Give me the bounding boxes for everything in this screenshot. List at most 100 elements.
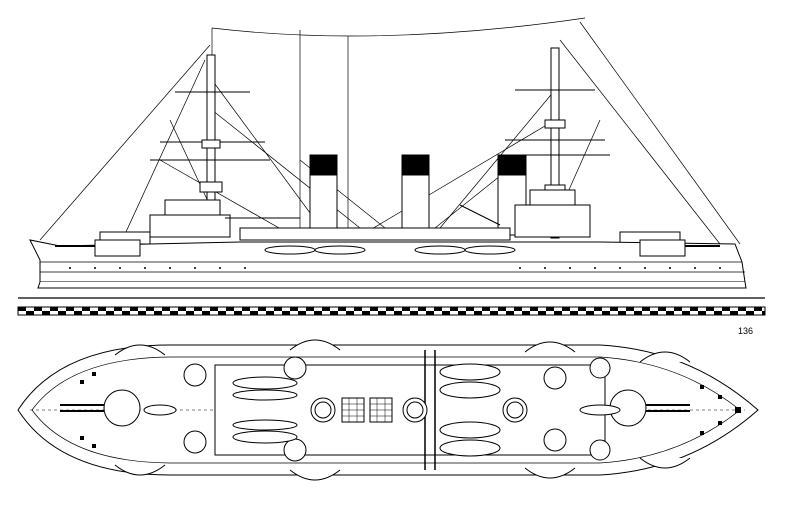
scale-check (82, 307, 90, 311)
scale-check (626, 307, 634, 311)
turrets-profile (55, 240, 720, 256)
scale-check (210, 307, 218, 311)
deck-fittings (80, 372, 741, 448)
scale-check (618, 311, 626, 315)
scale-check (642, 307, 650, 311)
scale-check (322, 307, 330, 311)
scale-check (714, 311, 722, 315)
scale-check (66, 307, 74, 311)
scale-check (362, 311, 370, 315)
scale-check (186, 311, 194, 315)
scale-check (178, 307, 186, 311)
scale-check (18, 307, 26, 311)
boats-profile (265, 246, 515, 254)
scale-check (386, 307, 394, 311)
funnels (310, 155, 526, 235)
scale-check (202, 311, 210, 315)
scale-check (498, 307, 506, 311)
scale-check (650, 311, 658, 315)
scale-check (98, 307, 106, 311)
scale-check (26, 311, 34, 315)
scale-check (394, 311, 402, 315)
scale-check (482, 307, 490, 311)
scale-check (594, 307, 602, 311)
scale-check (306, 307, 314, 311)
scale-check (354, 307, 362, 311)
scale-check (50, 307, 58, 311)
scale-check (346, 311, 354, 315)
scale-check (506, 311, 514, 315)
side-profile-view (30, 18, 746, 288)
hull-profile (30, 240, 746, 288)
scale-check (402, 307, 410, 311)
superstructure (100, 190, 680, 244)
scale-check (34, 307, 42, 311)
scale-check (450, 307, 458, 311)
scale-check (762, 311, 765, 315)
scale-check (738, 307, 746, 311)
scale-check (666, 311, 674, 315)
scale-check (754, 307, 762, 311)
scale-check (418, 307, 426, 311)
plate-number: 136 (738, 326, 753, 336)
scale-check (90, 311, 98, 315)
rigging (40, 18, 740, 245)
scale-check (130, 307, 138, 311)
portholes (69, 267, 721, 269)
scale-check (698, 311, 706, 315)
scale-check (234, 311, 242, 315)
scale-check (658, 307, 666, 311)
scale-check (722, 307, 730, 311)
scale-check (370, 307, 378, 311)
scale-check (162, 307, 170, 311)
scale-check (426, 311, 434, 315)
scale-check (706, 307, 714, 311)
fore-mast (150, 55, 270, 235)
scale-check (274, 307, 282, 311)
scale-check (490, 311, 498, 315)
scale-bar (18, 298, 765, 315)
scale-check (434, 307, 442, 311)
scale-check (474, 311, 482, 315)
scale-check (458, 311, 466, 315)
sponsons (115, 340, 690, 480)
scale-check (314, 311, 322, 315)
scale-check (602, 311, 610, 315)
funnels-plan (311, 398, 527, 422)
scale-check (338, 307, 346, 311)
scale-check (226, 307, 234, 311)
scale-check (466, 307, 474, 311)
scale-check (554, 311, 562, 315)
scale-check (194, 307, 202, 311)
scale-check (514, 307, 522, 311)
scale-check (674, 307, 682, 311)
skylights (342, 398, 392, 422)
boats-plan (144, 364, 620, 456)
scale-check (154, 311, 162, 315)
plan-view (18, 340, 758, 480)
scale-check (122, 311, 130, 315)
scale-check (146, 307, 154, 311)
scale-check (634, 311, 642, 315)
scale-check (242, 307, 250, 311)
scale-check (730, 311, 738, 315)
scale-check (746, 311, 754, 315)
scale-check (170, 311, 178, 315)
scale-check (610, 307, 618, 311)
scale-check (58, 311, 66, 315)
scale-check (250, 311, 258, 315)
fore-turret (104, 390, 140, 426)
scale-check (562, 307, 570, 311)
scale-check (138, 311, 146, 315)
scale-check (218, 311, 226, 315)
scale-check (282, 311, 290, 315)
scale-check (42, 311, 50, 315)
scale-check (298, 311, 306, 315)
secondary-turrets-plan (184, 357, 610, 461)
scale-check (114, 307, 122, 311)
scale-check (410, 311, 418, 315)
scale-check (682, 311, 690, 315)
scale-check (690, 307, 698, 311)
scale-check (442, 311, 450, 315)
